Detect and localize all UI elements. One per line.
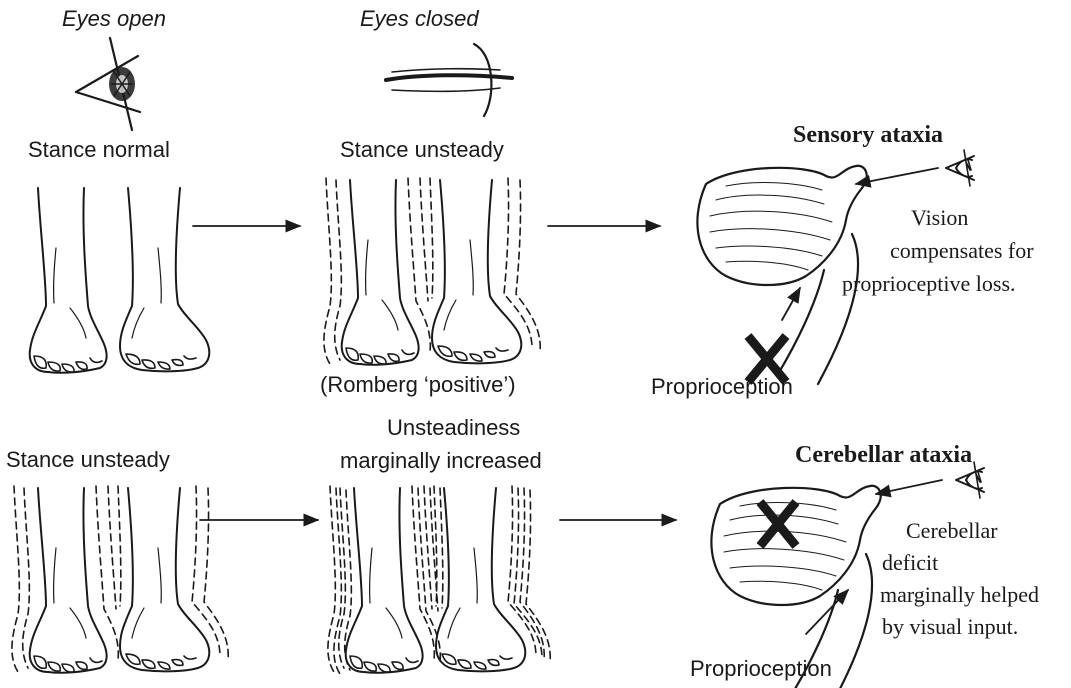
row1-open-caption: Stance normal bbox=[28, 137, 170, 162]
small-eye-icon bbox=[946, 150, 974, 186]
cerebellar-ataxia-title: Cerebellar ataxia bbox=[795, 442, 972, 468]
eyes-open-label: Eyes open bbox=[62, 6, 166, 31]
sensory-explanation-2: compensates for bbox=[890, 238, 1034, 263]
row2-feet-eyes-open bbox=[12, 486, 228, 673]
row2-feet-eyes-closed bbox=[328, 486, 550, 674]
sensory-ataxia-title: Sensory ataxia bbox=[793, 122, 943, 148]
sensory-explanation-1: Vision bbox=[911, 205, 968, 230]
row2-closed-caption-2: marginally increased bbox=[340, 448, 542, 473]
row1-proprioception-label: Proprioception bbox=[651, 374, 793, 399]
row2-proprioception-label: Proprioception bbox=[690, 656, 832, 681]
row2-closed-caption-1: Unsteadiness bbox=[387, 415, 520, 440]
eye-open-icon bbox=[76, 38, 140, 130]
romberg-note: (Romberg ‘positive’) bbox=[320, 372, 516, 397]
sensory-explanation-3: proprioceptive loss. bbox=[842, 271, 1016, 296]
cerebellar-explanation-4: by visual input. bbox=[882, 614, 1018, 639]
cerebellar-explanation-2: deficit bbox=[882, 550, 938, 575]
eyes-closed-label: Eyes closed bbox=[360, 6, 479, 31]
cerebellar-explanation-3: marginally helped bbox=[880, 582, 1039, 607]
row1-closed-caption: Stance unsteady bbox=[340, 137, 504, 162]
row2-open-caption: Stance unsteady bbox=[6, 447, 170, 472]
row1-feet-eyes-open bbox=[30, 188, 210, 373]
cerebellar-explanation-1: Cerebellar bbox=[906, 518, 998, 543]
cross-mark-icon-2 bbox=[760, 502, 796, 546]
eye-closed-icon bbox=[386, 44, 512, 116]
row1-feet-eyes-closed bbox=[324, 178, 540, 365]
